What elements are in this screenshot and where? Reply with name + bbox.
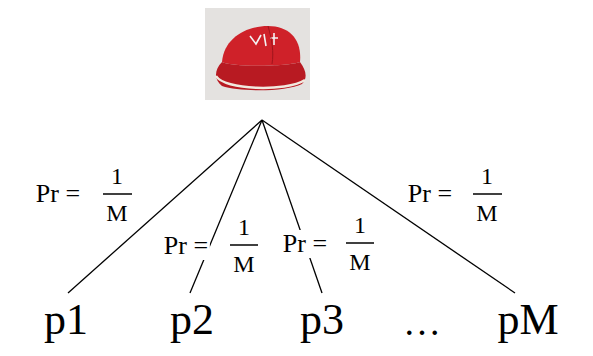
- photo-ground: [205, 8, 310, 100]
- outcome-label: p3: [298, 297, 346, 343]
- branch-line: [190, 120, 262, 293]
- cap-brim: [216, 62, 306, 90]
- fraction-denominator: M: [104, 200, 129, 226]
- cap-logo: [250, 33, 278, 46]
- branch-line: [68, 120, 262, 293]
- fraction-denominator: M: [474, 200, 499, 226]
- fraction-numerator: 1: [352, 212, 368, 238]
- probability-label: Pr =: [34, 180, 82, 208]
- outcome-label: p2: [168, 297, 216, 343]
- fraction-denominator: M: [347, 249, 372, 275]
- fraction-numerator: 1: [479, 163, 495, 189]
- ellipsis-label: …: [401, 302, 443, 342]
- probability-label: Pr =: [281, 230, 329, 258]
- outcome-label: p1: [42, 297, 90, 343]
- fraction-numerator: 1: [109, 163, 125, 189]
- cap-piping: [216, 76, 305, 88]
- fraction-numerator: 1: [236, 214, 252, 240]
- branch-line: [262, 120, 515, 293]
- branch-lines: [68, 120, 515, 293]
- fraction-bar: [103, 193, 132, 195]
- branch-line: [262, 120, 322, 293]
- fraction-bar: [346, 242, 374, 244]
- outcome-label: pM: [495, 297, 560, 343]
- fraction-bar: [473, 193, 502, 195]
- probability-label: Pr =: [406, 180, 454, 208]
- cap-seam: [268, 26, 273, 64]
- cap-picture: [205, 8, 310, 100]
- cap-crown: [222, 26, 300, 66]
- fraction-denominator: M: [231, 251, 256, 277]
- probability-label: Pr =: [162, 232, 210, 260]
- fraction-bar: [230, 244, 258, 246]
